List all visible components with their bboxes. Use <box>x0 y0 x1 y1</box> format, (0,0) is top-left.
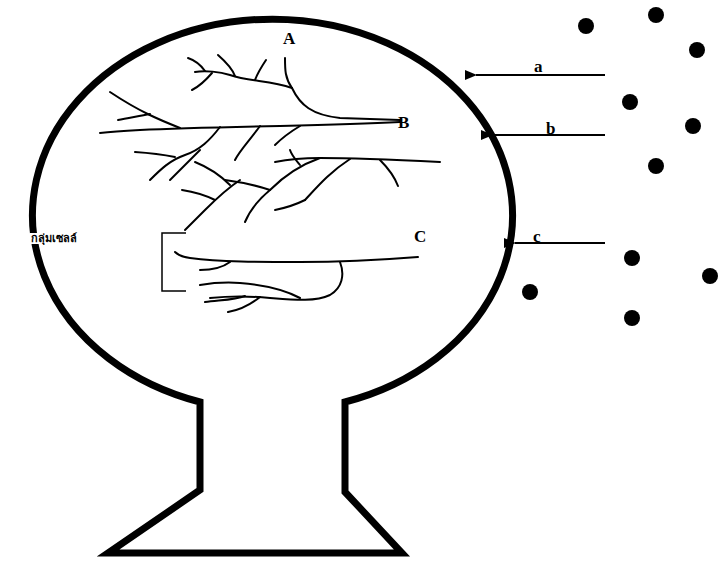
arrow-letter: a <box>534 58 543 75</box>
group-label: กลุ่มเซลล์ <box>30 233 78 244</box>
part-letter: A <box>283 30 295 47</box>
part-letter: C <box>414 228 426 245</box>
flask-outline <box>33 19 513 553</box>
nerve-branches <box>100 55 440 312</box>
group-bracket <box>162 233 186 291</box>
part-letter: B <box>398 114 409 131</box>
incoming-arrows <box>476 75 605 243</box>
arrow-letter: c <box>533 228 541 245</box>
particle-dots <box>522 7 718 326</box>
arrow-letter: b <box>546 120 555 137</box>
